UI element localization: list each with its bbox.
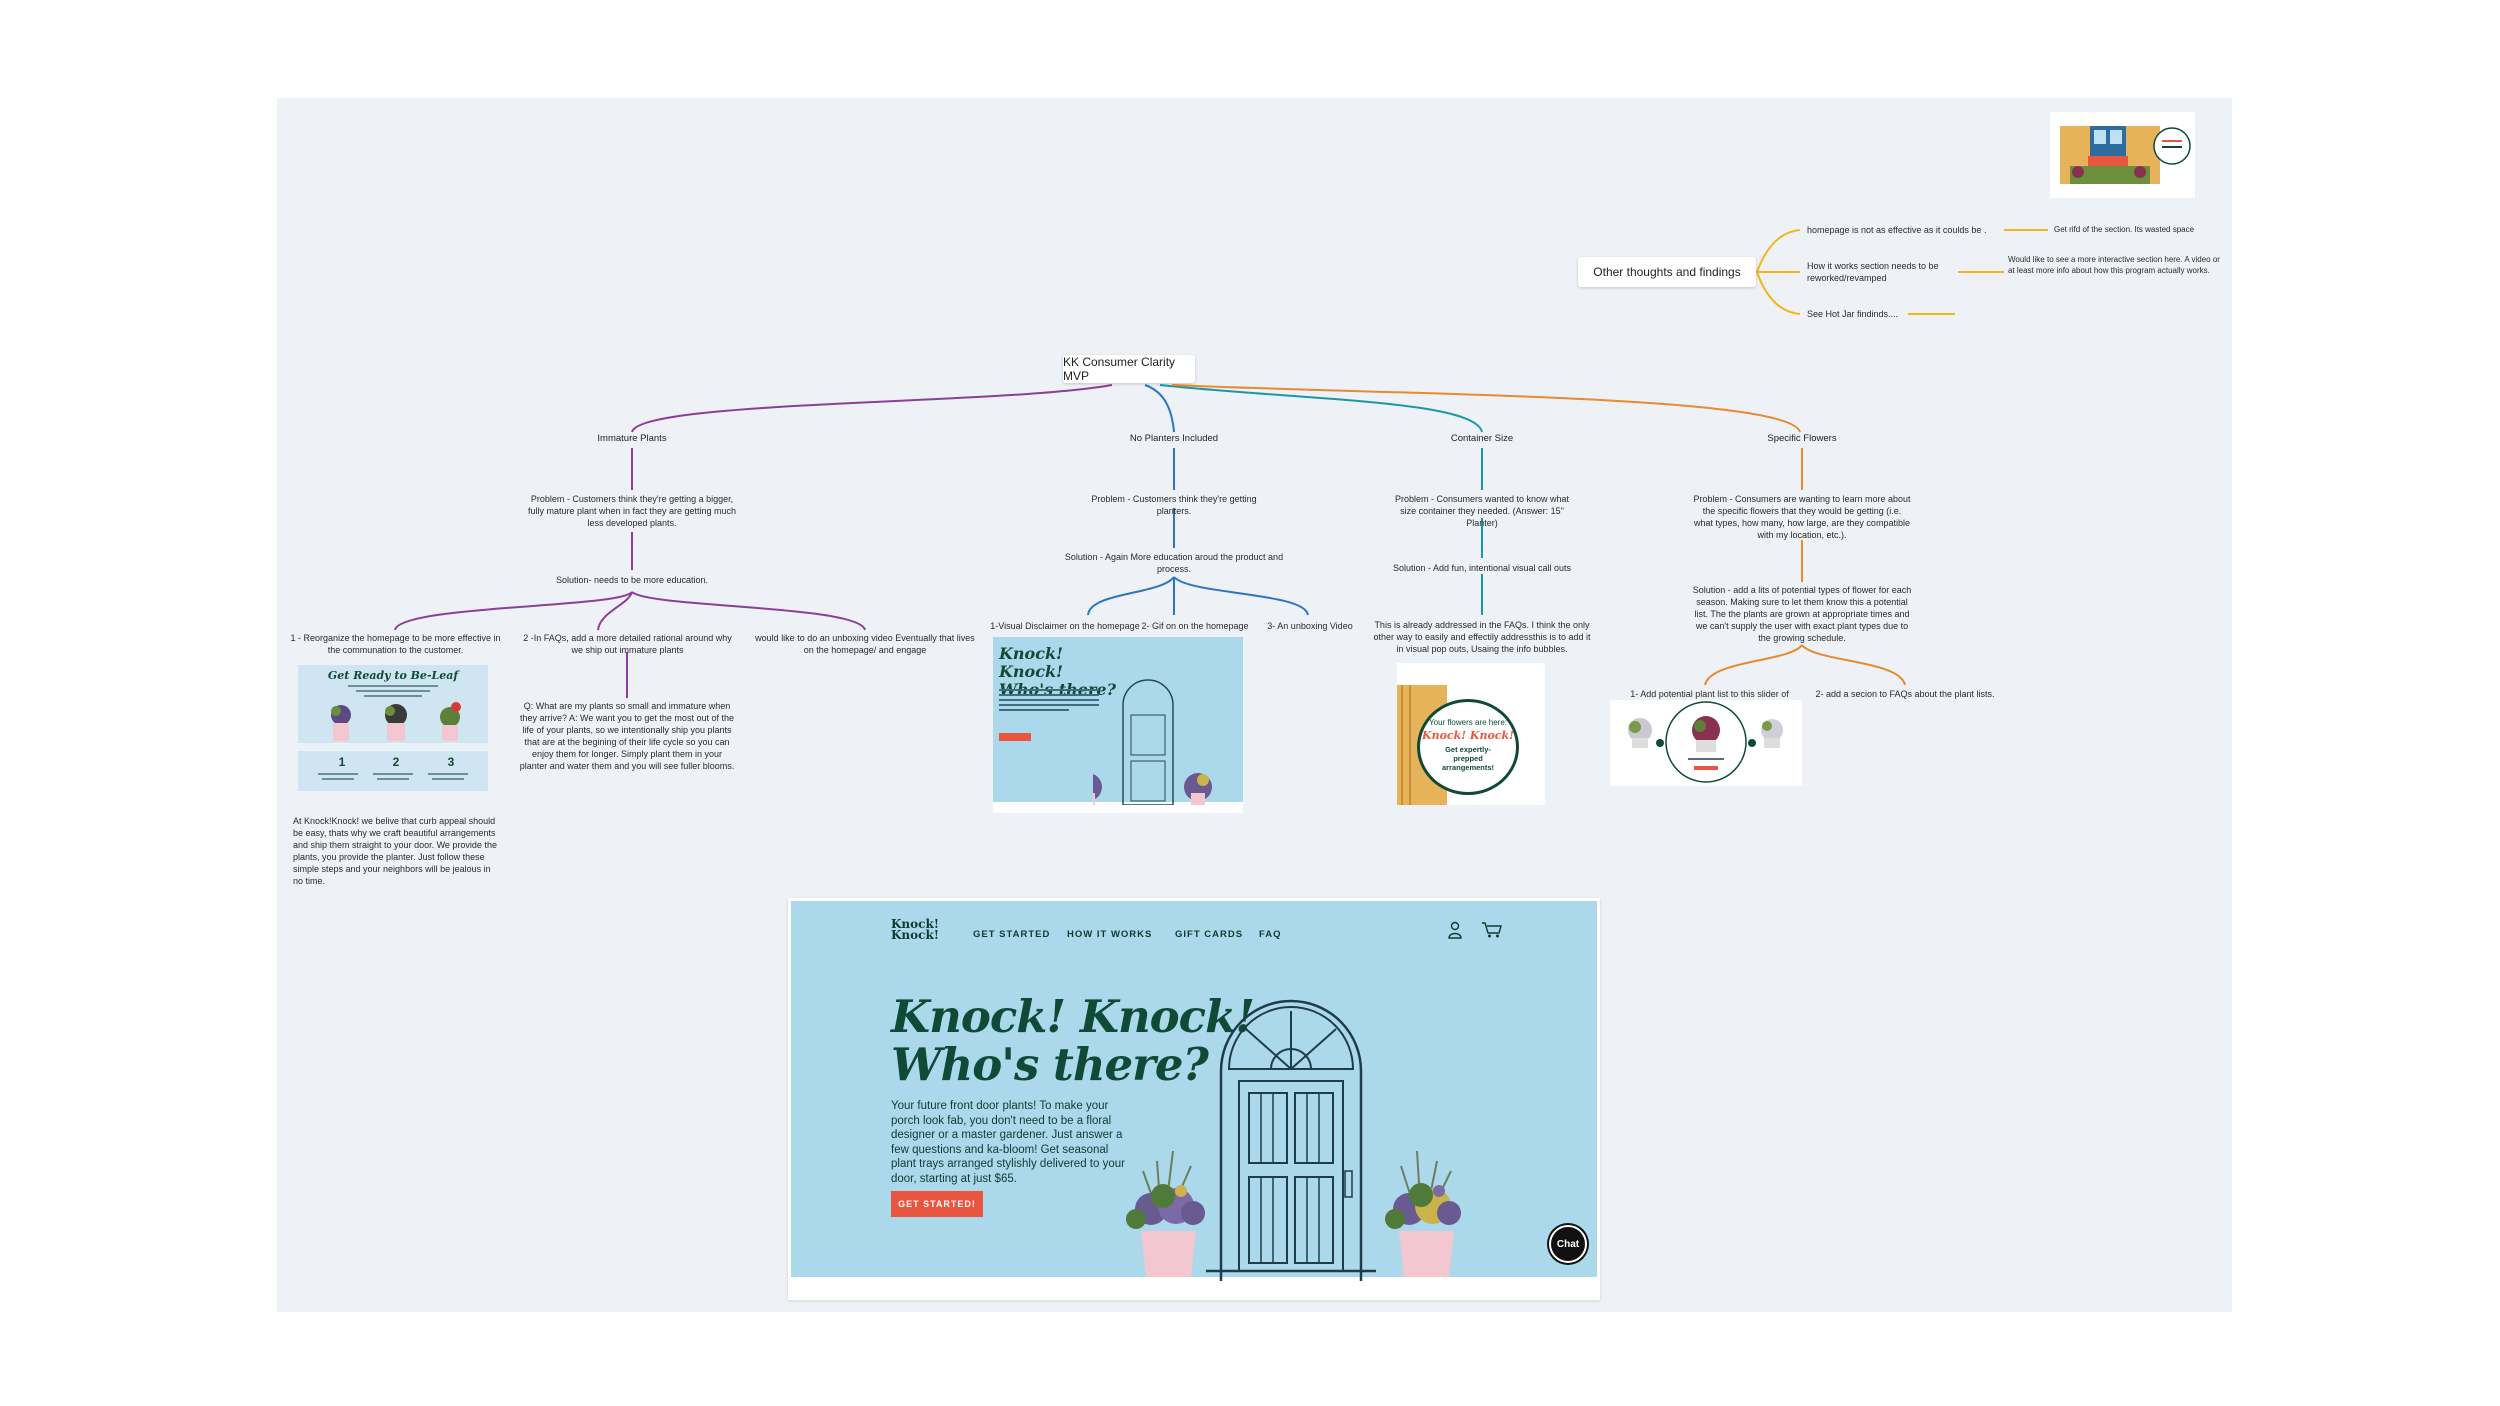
flowers-problem[interactable]: Problem - Consumers are wanting to learn… [1693, 494, 1911, 540]
homepage-hero-screenshot[interactable]: Knock! Knock! GET STARTED HOW IT WORKS G… [788, 898, 1600, 1300]
cart-icon[interactable] [1481, 921, 1503, 939]
other-thoughts-node[interactable]: Other thoughts and findings [1578, 257, 1756, 287]
chat-label: Chat [1556, 1238, 1580, 1250]
nav-gift-cards[interactable]: GIFT CARDS [1175, 929, 1244, 940]
season-slider-thumbnail[interactable] [1610, 700, 1802, 786]
planters-thumb-door [1093, 679, 1212, 805]
planters-hero-thumbnail[interactable]: Knock! Knock! Who's there? [993, 637, 1243, 813]
other-thoughts-title: Other thoughts and findings [1593, 265, 1741, 279]
nav-faq[interactable]: FAQ [1259, 929, 1282, 940]
be-leaf-card[interactable]: Get Ready to Be-Leaf 1 2 3 [298, 665, 488, 791]
immature-quote[interactable]: At Knock!Knock! we belive that curb appe… [293, 816, 497, 886]
hero-body: Your future front door plants! To make y… [891, 1100, 1125, 1185]
branch-immature-title[interactable]: Immature Plants [597, 433, 667, 444]
hero-headline-line2: Who's there? [891, 1038, 1209, 1091]
hero-logo-line1: Knock! [891, 917, 940, 931]
get-started-button[interactable]: GET STARTED! [891, 1191, 983, 1217]
root-title: KK Consumer Clarity MVP [1063, 355, 1176, 383]
planters-thumb-body-lines [999, 689, 1099, 711]
flowers-sub2[interactable]: 2- add a secion to FAQs about the plant … [1815, 689, 1995, 699]
container-solution[interactable]: Solution - Add fun, intentional visual c… [1392, 563, 1572, 573]
planters-problem[interactable]: Problem - Customers think they're gettin… [1091, 494, 1257, 516]
planters-thumb-cta[interactable] [999, 733, 1031, 741]
flowers-solution[interactable]: Solution - add a lits of potential types… [1692, 585, 1912, 643]
left-plant [1126, 1150, 1205, 1277]
planters-sub2[interactable]: 2- Gif on on the homepage [1141, 621, 1249, 631]
be-leaf-step-captions [318, 773, 468, 783]
container-bubble: Your flowers are here: Knock! Knock! Get… [1417, 699, 1519, 795]
nav-how-it-works[interactable]: HOW IT WORKS [1067, 929, 1153, 940]
other-item-2[interactable]: How it works section needs to be reworke… [1807, 261, 1939, 283]
storefront-thumbnail[interactable] [2050, 112, 2195, 198]
account-icon[interactable] [1447, 921, 1463, 939]
chat-button[interactable]: Chat [1549, 1225, 1587, 1263]
be-leaf-step-3: 3 [447, 755, 455, 769]
hero-logo-line2: Knock! [891, 928, 940, 942]
container-bubble-line3: Get expertly-prepped arrangements! [1441, 745, 1495, 772]
branch-flowers-title[interactable]: Specific Flowers [1767, 433, 1837, 444]
be-leaf-card-subtext [348, 685, 438, 697]
right-plant [1385, 1150, 1461, 1277]
storefront-graphic [2050, 112, 2195, 198]
season-slider-graphic [1610, 700, 1802, 786]
planters-sub3[interactable]: 3- An unboxing Video [1267, 621, 1353, 631]
hero-door-illustration [1126, 999, 1461, 1281]
be-leaf-card-plants [298, 702, 488, 751]
other-note-2[interactable]: Would like to see a more interactive sec… [2008, 255, 2220, 275]
immature-faq[interactable]: Q: What are my plants so small and immat… [519, 701, 735, 771]
immature-solution[interactable]: Solution- needs to be more education. [555, 575, 709, 585]
immature-problem[interactable]: Problem - Customers think they're gettin… [527, 494, 737, 528]
hero-headline: Knock! Knock! Who's there? [891, 990, 1255, 1091]
branch-container-title[interactable]: Container Size [1450, 433, 1514, 444]
container-note[interactable]: This is already addressed in the FAQs. I… [1373, 620, 1591, 654]
other-note-1[interactable]: Get rifd of the section. Its wasted spac… [2054, 225, 2195, 234]
immature-sub3[interactable]: would like to do an unboxing video Event… [755, 633, 975, 655]
container-bubble-line1: Your flowers are here: [1429, 718, 1507, 727]
other-item-1[interactable]: homepage is not as effective as it could… [1807, 225, 1987, 235]
other-item-3[interactable]: See Hot Jar findinds.... [1807, 309, 1899, 319]
hero-logo[interactable]: Knock! Knock! [891, 917, 940, 942]
branch-planters-title[interactable]: No Planters Included [1129, 433, 1219, 444]
homepage-hero-background: Knock! Knock! GET STARTED HOW IT WORKS G… [791, 901, 1597, 1281]
be-leaf-step-2: 2 [392, 755, 400, 769]
immature-sub2[interactable]: 2 -In FAQs, add a more detailed rational… [523, 633, 732, 655]
hero-headline-line1: Knock! Knock! [891, 990, 1255, 1043]
immature-sub1[interactable]: 1 - Reorganize the homepage to be more e… [290, 633, 501, 655]
container-problem[interactable]: Problem - Consumers wanted to know what … [1394, 494, 1570, 528]
nav-get-started[interactable]: GET STARTED [973, 929, 1051, 940]
planters-solution[interactable]: Solution - Again More education aroud th… [1064, 552, 1284, 574]
container-info-bubble-thumbnail[interactable]: Your flowers are here: Knock! Knock! Get… [1397, 663, 1545, 805]
be-leaf-step-1: 1 [338, 755, 346, 769]
be-leaf-card-title: Get Ready to Be-Leaf [327, 669, 459, 682]
container-bubble-line2: Knock! Knock! [1422, 729, 1514, 742]
root-node[interactable]: KK Consumer Clarity MVP [1063, 355, 1195, 383]
planters-sub1[interactable]: 1-Visual Disclaimer on the homepage [990, 621, 1140, 631]
